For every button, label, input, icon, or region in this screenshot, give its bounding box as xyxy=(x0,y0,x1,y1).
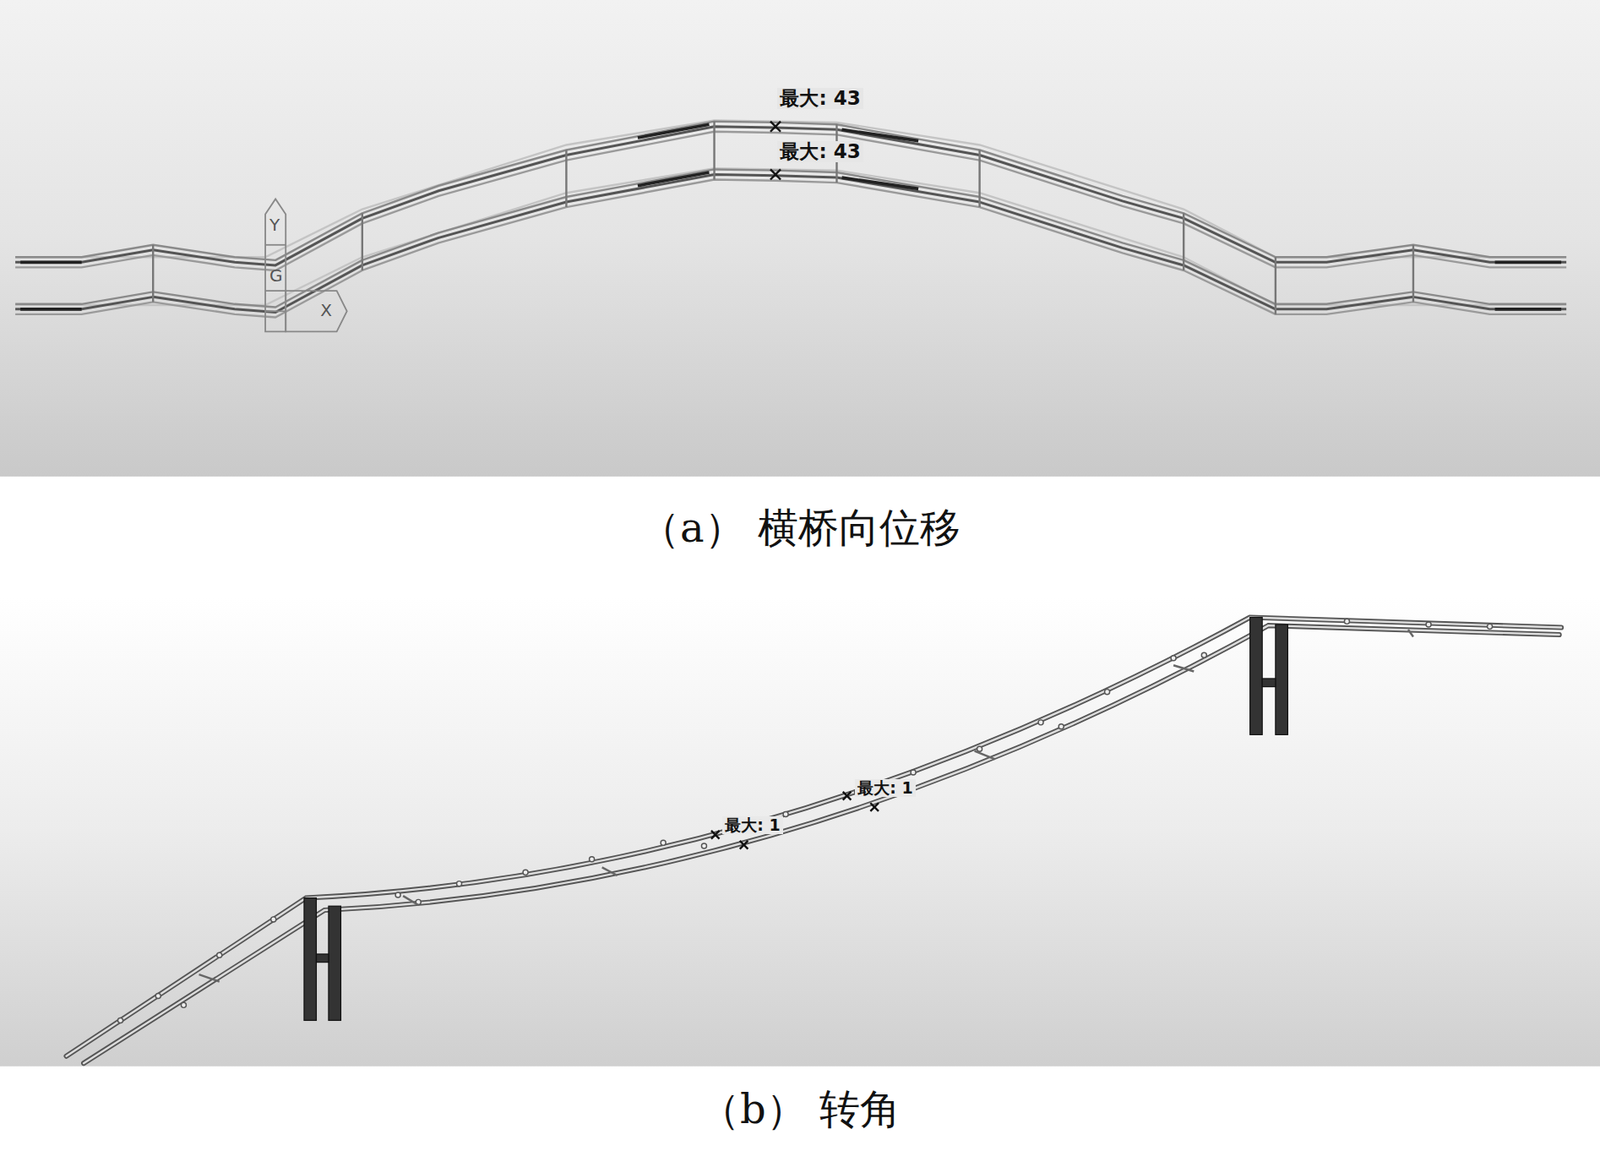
axis-letter: X xyxy=(320,301,332,319)
max-value-label: 最大: 43 xyxy=(777,141,863,163)
cable-nodes xyxy=(118,618,1493,1023)
axis-letter: Y xyxy=(269,216,280,234)
panel-ground xyxy=(0,596,1600,1066)
deformed-girder xyxy=(15,121,1567,318)
max-markers xyxy=(711,791,879,849)
axis-triad xyxy=(265,198,348,332)
subfigure-caption: （a） 横桥向位移 xyxy=(639,505,961,550)
dark-segments xyxy=(20,124,1562,310)
max-value-label: 最大: 43 xyxy=(777,87,863,109)
ghost-girder xyxy=(15,119,1567,305)
axis-letter: G xyxy=(269,266,283,284)
max-value-label: 最大: 1 xyxy=(722,816,783,834)
main-cable xyxy=(66,617,1562,1064)
max-value-label: 最大: 1 xyxy=(854,778,915,797)
cross-beams xyxy=(152,121,1414,315)
cross-ties xyxy=(199,629,1414,982)
pylon xyxy=(304,617,1288,1021)
panel-ground xyxy=(0,0,1600,477)
subfigure-caption: （b） 转角 xyxy=(699,1086,901,1132)
